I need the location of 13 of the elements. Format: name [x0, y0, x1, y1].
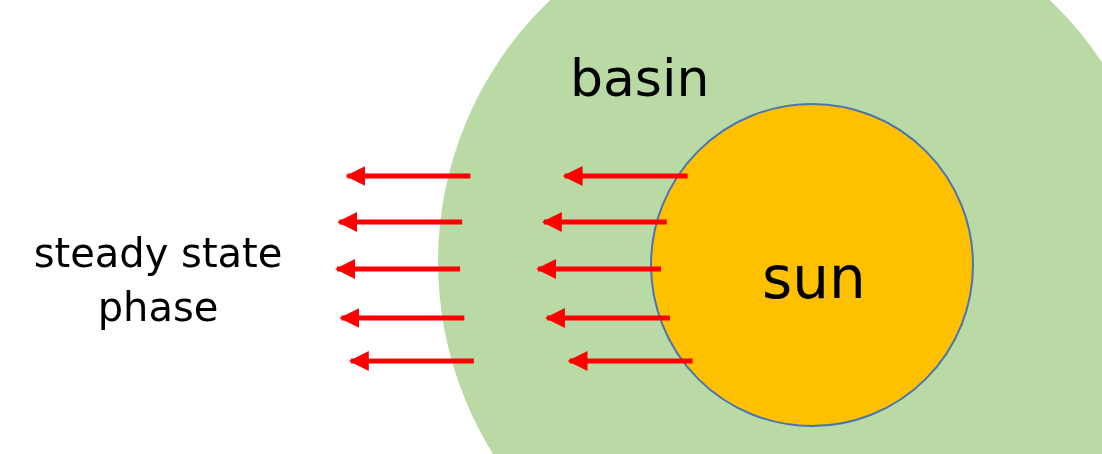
basin-label: basin — [570, 52, 710, 104]
arrow — [544, 308, 670, 328]
sun-label: sun — [762, 249, 866, 307]
arrow — [339, 308, 465, 328]
phase-label: steady state phase — [32, 229, 284, 332]
arrow — [335, 259, 461, 279]
arrow — [562, 166, 688, 186]
arrow — [567, 351, 693, 371]
arrow — [541, 212, 667, 232]
arrow — [536, 259, 662, 279]
arrow — [337, 212, 463, 232]
arrow — [348, 351, 474, 371]
arrow — [345, 166, 471, 186]
